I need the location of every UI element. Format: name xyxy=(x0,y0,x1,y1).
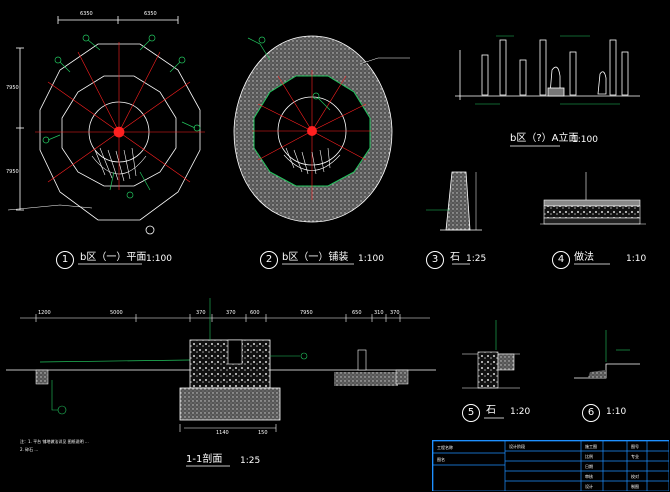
section-dim-1: 5000 xyxy=(110,310,123,316)
view-scale-2: 1:100 xyxy=(358,254,384,264)
view-number-5: 5 xyxy=(462,404,480,422)
detail-6 xyxy=(574,330,640,379)
elevation-scale: 1:100 xyxy=(572,135,598,145)
tb-cell-11: 制图 xyxy=(631,484,639,489)
section-dim-5: 7950 xyxy=(300,310,313,316)
section-title: 1-1剖面 xyxy=(186,454,223,465)
tb-cell-10: 设计 xyxy=(585,484,593,489)
tb-cell-7: 图名 xyxy=(437,457,445,462)
view-title-1: b区（一）平面 xyxy=(80,252,147,263)
view-scale-3: 1:25 xyxy=(466,254,487,264)
detail-5 xyxy=(462,320,520,389)
view-number-4: 4 xyxy=(552,251,570,269)
section-dim-4: 600 xyxy=(250,310,260,316)
paving-view-2 xyxy=(233,35,410,223)
section-dim-2: 370 xyxy=(196,310,206,316)
section-note-1: 注：1. 平台 铺地做法详见 图纸说明 ... xyxy=(20,439,89,444)
section-bottom-dim-1: 150 xyxy=(258,430,268,436)
section-dim-7: 310 xyxy=(374,310,384,316)
view-scale-4: 1:10 xyxy=(626,254,647,264)
plan-dim-left-upper: 7950 xyxy=(6,85,19,91)
plan-dim-top-right: 6350 xyxy=(144,11,157,17)
plan-dim-top-left: 6350 xyxy=(80,11,93,17)
tb-cell-2: 图号 xyxy=(631,444,639,449)
section-bottom-dim-0: 1140 xyxy=(216,430,229,436)
section-dim-3: 370 xyxy=(226,310,236,316)
title-block-grid xyxy=(433,441,669,491)
elevation-title: b区（?）A立面 xyxy=(510,133,579,144)
tb-cell-0: 设计阶段 xyxy=(509,444,525,449)
section-dim-6: 650 xyxy=(352,310,362,316)
tb-cell-9: 校对 xyxy=(631,474,639,479)
view-number-6: 6 xyxy=(582,404,600,422)
view-number-1: 1 xyxy=(56,251,74,269)
tb-cell-3: 比例 xyxy=(585,454,593,459)
tb-cell-1: 施工图 xyxy=(585,444,597,449)
tb-cell-4: 专业 xyxy=(631,454,639,459)
view-title-5: 石 xyxy=(486,405,496,416)
detail-4 xyxy=(540,172,646,225)
view-number-3: 3 xyxy=(426,251,444,269)
view-scale-1: 1:100 xyxy=(146,254,172,264)
view-number-2: 2 xyxy=(260,251,278,269)
title-block: 设计阶段 施工图 图号 比例 专业 日期 工程名称 图名 审核 校对 设计 制图 xyxy=(432,440,669,491)
view-scale-5: 1:20 xyxy=(510,407,531,417)
view-title-3: 石 xyxy=(450,252,460,263)
view-scale-6: 1:10 xyxy=(606,407,627,417)
section-1-1 xyxy=(6,298,436,432)
tb-cell-8: 审核 xyxy=(585,474,593,479)
section-dim-8: 370 xyxy=(390,310,400,316)
tb-cell-5: 日期 xyxy=(585,464,593,469)
detail-3 xyxy=(426,171,482,231)
plan-view-1 xyxy=(7,16,205,235)
tb-cell-6: 工程名称 xyxy=(437,445,453,450)
view-title-2: b区（一）铺装 xyxy=(282,252,349,263)
section-scale: 1:25 xyxy=(240,456,261,466)
section-note-2: 2. 碎石 ... xyxy=(20,447,39,452)
elevation-view xyxy=(455,35,640,105)
section-dim-0: 1200 xyxy=(38,310,51,316)
plan-dim-left-lower: 7950 xyxy=(6,169,19,175)
view-title-4: 做法 xyxy=(574,252,594,263)
